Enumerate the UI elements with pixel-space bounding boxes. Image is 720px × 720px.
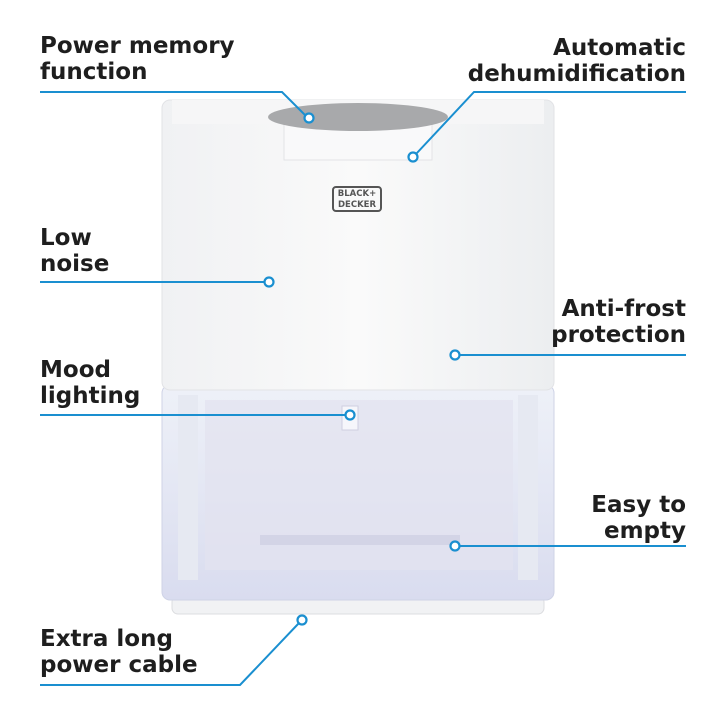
label-anti-frost: Anti-frost protection <box>551 296 686 348</box>
callout-dot <box>263 276 275 288</box>
label-automatic-dehumidification: Automatic dehumidification <box>467 35 686 87</box>
control-dial <box>268 103 448 131</box>
callout-dot <box>303 112 315 124</box>
callout-line-power-cable <box>40 622 300 686</box>
label-easy-to-empty: Easy to empty <box>591 492 686 544</box>
label-power-cable: Extra long power cable <box>40 626 198 678</box>
brand-logo: BLACK+DECKER <box>332 186 382 212</box>
callout-line-automatic <box>415 91 686 155</box>
callout-dot <box>407 151 419 163</box>
callout-dot <box>449 540 461 552</box>
label-mood-lighting: Mood lighting <box>40 357 141 409</box>
callout-dot <box>344 409 356 421</box>
callout-dot <box>449 349 461 361</box>
label-power-memory: Power memory function <box>40 33 235 85</box>
callout-line-power-memory <box>40 91 307 117</box>
callout-dot <box>296 614 308 626</box>
label-low-noise: Low noise <box>40 225 110 277</box>
